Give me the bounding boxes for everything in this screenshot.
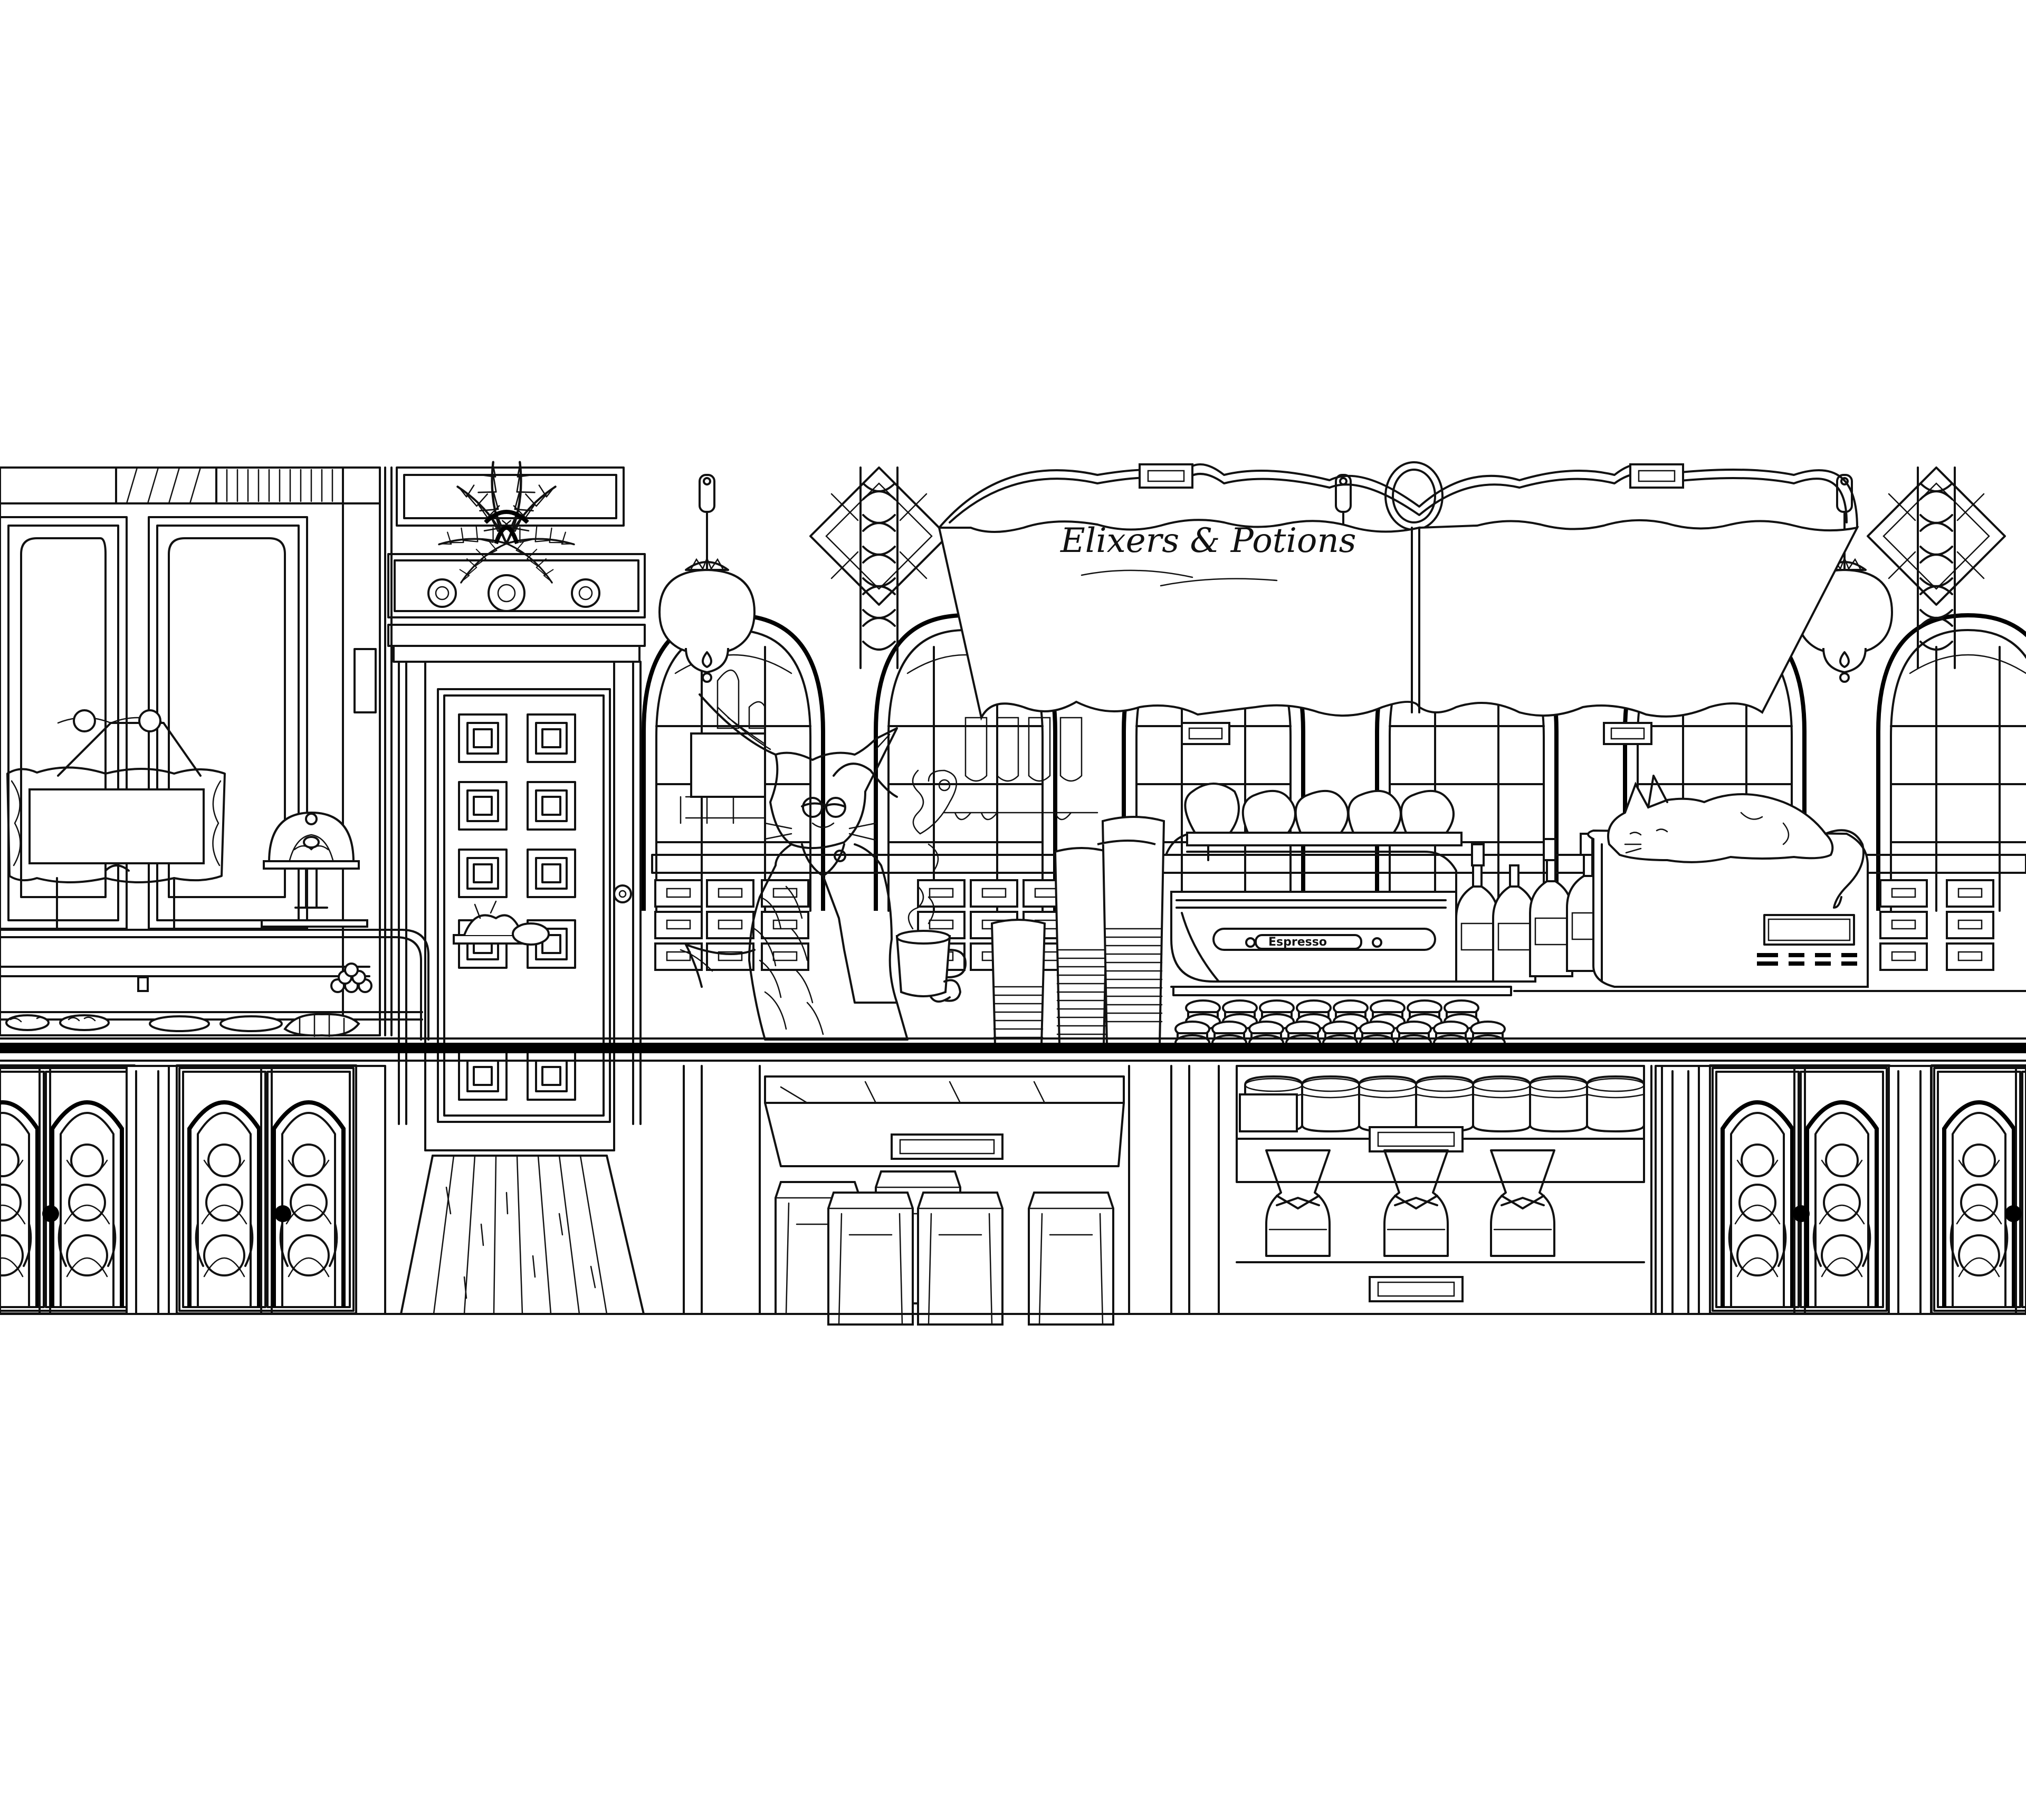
paneled-door [437,688,632,1123]
counter-top-band [0,1037,2026,1062]
lower-left-cabinets [0,1065,386,1315]
macaron-tray [1172,986,1512,1051]
hanging-mirror-sign [6,709,226,930]
wooden-floor [400,1149,645,1315]
cake-stand-cloche [261,811,368,928]
coffee-cup-held [895,885,967,1002]
syrup-bottles [1455,833,1610,983]
sleeping-cat [1607,775,1865,909]
sign-title: Elixers & Potions [1060,521,1356,560]
menu-sign-board: Elixers & Potions [938,463,1859,745]
coffee-bag-shelf [683,1065,1130,1326]
stained-glass-right [1867,466,2006,669]
register-counter-box [1513,829,2026,992]
barista-character [680,693,951,1041]
jar-and-pourover-shelf [1170,1065,1652,1315]
hanging-fern-plant [396,460,625,590]
paper-cup-stacks [990,816,1165,1046]
espresso-machine: Espresso [1165,783,1463,988]
steam-swirl [912,769,958,872]
pastry-display-case [0,929,429,1041]
cabinet-arches [644,615,2026,911]
pendant-lamp-left [658,474,756,683]
left-wall-panels [0,466,393,1036]
lower-right-cabinets [1655,1065,2026,1315]
espresso-machine-label: Espresso [1268,936,1327,949]
